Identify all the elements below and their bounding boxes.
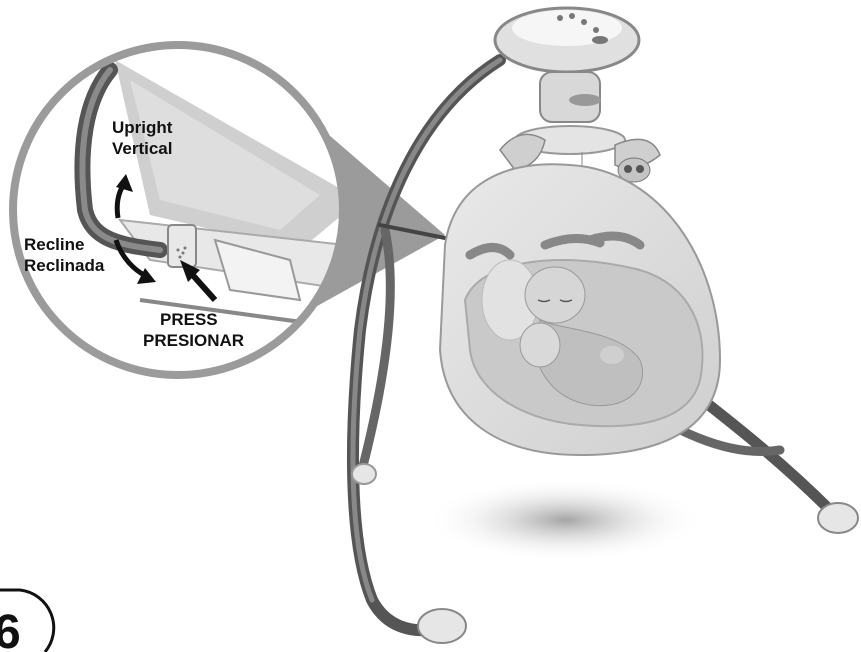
back-foot [352,464,376,484]
floor-shadow [425,478,705,562]
recline-label: Recline [24,235,84,254]
press-label: PRESS [160,310,218,329]
motor-housing [495,8,639,154]
upright-label: Upright [112,118,173,137]
step-number: 6 [0,606,21,652]
step-number-badge: 6 [0,588,54,652]
right-foot [818,503,858,533]
front-foot [418,609,466,643]
press-label-es: PRESIONAR [143,331,244,350]
recline-release-button[interactable] [168,225,196,267]
recline-label-es: Reclinada [24,256,105,275]
upright-label-es: Vertical [112,139,173,158]
